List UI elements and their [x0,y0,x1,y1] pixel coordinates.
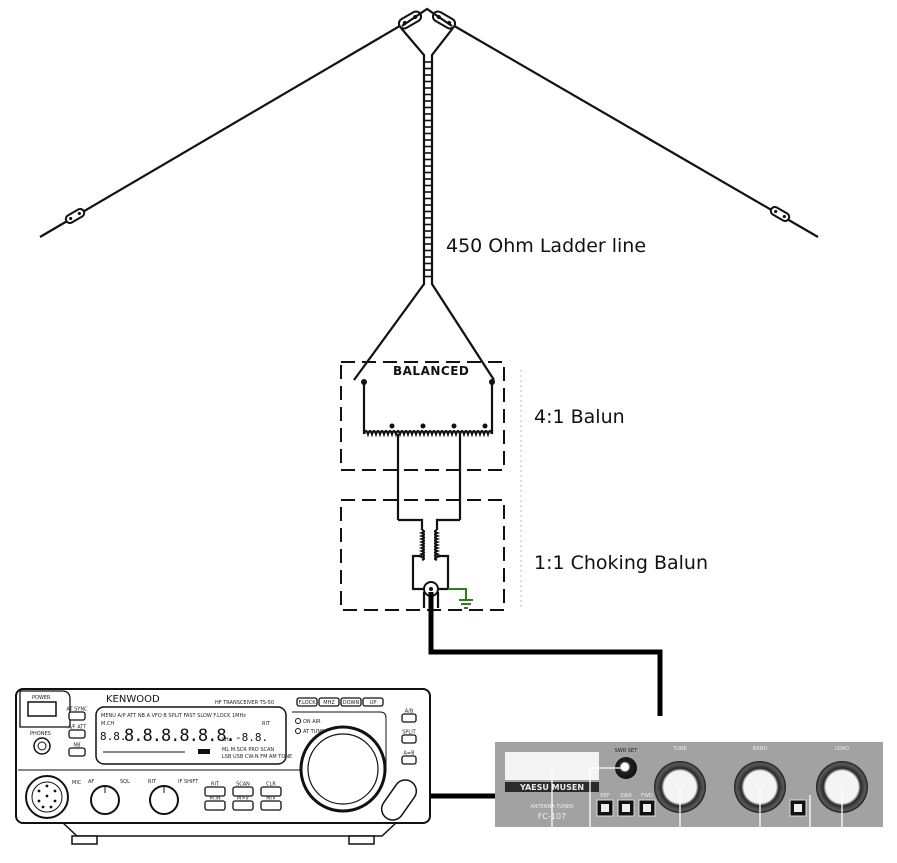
kenwood-transceiver: POWER KENWOOD HF TRANSCEIVER TS-50 PHONE… [15,688,431,845]
lcd-display [95,706,287,765]
phones-label: PHONES [30,731,51,737]
choking-balun-label: 1:1 Choking Balun [534,552,709,574]
display-rit-label: RIT [262,721,271,727]
ts-lower-button-clr[interactable] [260,786,282,797]
ts-button-nb[interactable] [68,747,86,757]
tuner-switch-label: FWD [641,793,653,799]
choking-balun-outline [340,499,505,611]
tune-label: TUNE [672,746,687,752]
display-mode-2: LSB USB CW-N FM AM TONE [222,754,292,760]
yaesu-antenna-tuner: YAESU MUSEN ANTENNA TUNER FC-107 SWR SET… [495,742,883,827]
ts-button-label: NB [73,743,81,749]
af-sql-knob[interactable] [90,785,120,815]
mic-label: MIC [72,780,82,786]
ts-top-button-label: UP [370,700,377,706]
power-label: POWER [32,695,51,701]
ts-button-a-f-att[interactable] [68,729,86,739]
display-mode-1: ML M.SCR PRO SCAN [222,747,274,753]
tuner-switch-label: REF [600,793,610,799]
swr-set-label: SWR SET [615,748,639,754]
af-label: AF [88,779,94,785]
ts-top-button-f-lock[interactable] [296,697,318,707]
ts-right-button-a-b[interactable] [401,755,417,765]
choke-winding-left [418,528,426,562]
display-khz: kHz [222,737,232,743]
rit-shift-knob[interactable] [149,785,179,815]
ts-right-button-split[interactable] [401,734,417,744]
display-rit: -8.8. [235,731,268,744]
ts-top-button-mhz[interactable] [318,697,340,707]
ts-button-label: AT SYNC [66,707,88,713]
ts-top-button-label: MHZ [323,700,335,706]
display-indicators: MENU A/P ATT NB A VFO B SPLIT FAST SLOW … [101,713,246,719]
ts-lower-button-m-v[interactable] [260,800,282,811]
ts-lower-button-label: SCAN [236,782,250,788]
ts-lower-button-m-in[interactable] [204,800,226,811]
end-insulator-right [769,206,791,222]
ts-lower-button-scan[interactable] [232,786,254,797]
coax-to-tuner [428,592,663,716]
at-tune-indicator: AT TUNE [303,729,324,735]
ts-right-button-label: SPLIT [402,730,416,736]
balanced-label: BALANCED [393,364,470,378]
ts-lower-button-m-v[interactable] [232,800,254,811]
ts-top-button-up[interactable] [362,697,384,707]
if-shift-label: IF SHIFT [178,779,199,785]
kenwood-brand: KENWOOD [106,694,160,705]
ts-top-button-down[interactable] [340,697,362,707]
dipole-right-wire [443,19,819,238]
end-insulator-left [64,208,86,224]
model-label: HF TRANSCEIVER TS-50 [215,700,274,706]
power-switch[interactable] [27,701,57,717]
sql-label: SQL [120,779,130,785]
ts-lower-button-label: M>V [237,796,250,802]
ts-lower-button-label: RIT [211,782,220,788]
choking-balun [340,370,522,611]
ts-top-button-label: F.LOCK [299,700,317,706]
rit-knob-label: RIT [148,779,157,785]
ts-button-label: A/F ATT [68,725,88,731]
display-mch: M.CH [101,721,114,727]
ladder-line-label: 450 Ohm Ladder line [446,235,647,257]
ts-lower-button-label: CLR [266,782,276,788]
ts-right-button-label: A=B [403,751,415,757]
dipole-left-wire [39,19,411,238]
ts-right-button-a-b[interactable] [401,713,417,723]
display-frequency: 8.8.8.8.8.8. [124,726,235,746]
ts-lower-button-label: M/V [266,796,276,802]
band-label: BAND [753,746,768,752]
load-label: LOAD [835,746,849,752]
dipole-antenna [39,7,819,238]
ts-top-button-label: DOWN [343,700,360,706]
ts-button-at-sync[interactable] [68,711,86,721]
balun-4to1-outline [340,361,505,471]
swr-set-knob[interactable] [615,757,637,779]
ground-icon [448,588,473,609]
sw-switch[interactable] [377,776,420,825]
balun-winding [362,429,494,438]
balun-4to1-label: 4:1 Balun [534,406,625,428]
ts-lower-button-rit[interactable] [204,786,226,797]
tuner-switch-label: SWR [620,793,632,799]
balun-4to1 [340,361,505,520]
ladder-line [353,27,495,381]
ts-right-button-label: A/B [405,709,414,715]
display-channel: 8.8. [100,730,127,743]
on-air-indicator: ON AIR [303,719,321,725]
ts-lower-button-label: M.IN [209,796,220,802]
choke-winding-right [433,528,441,562]
